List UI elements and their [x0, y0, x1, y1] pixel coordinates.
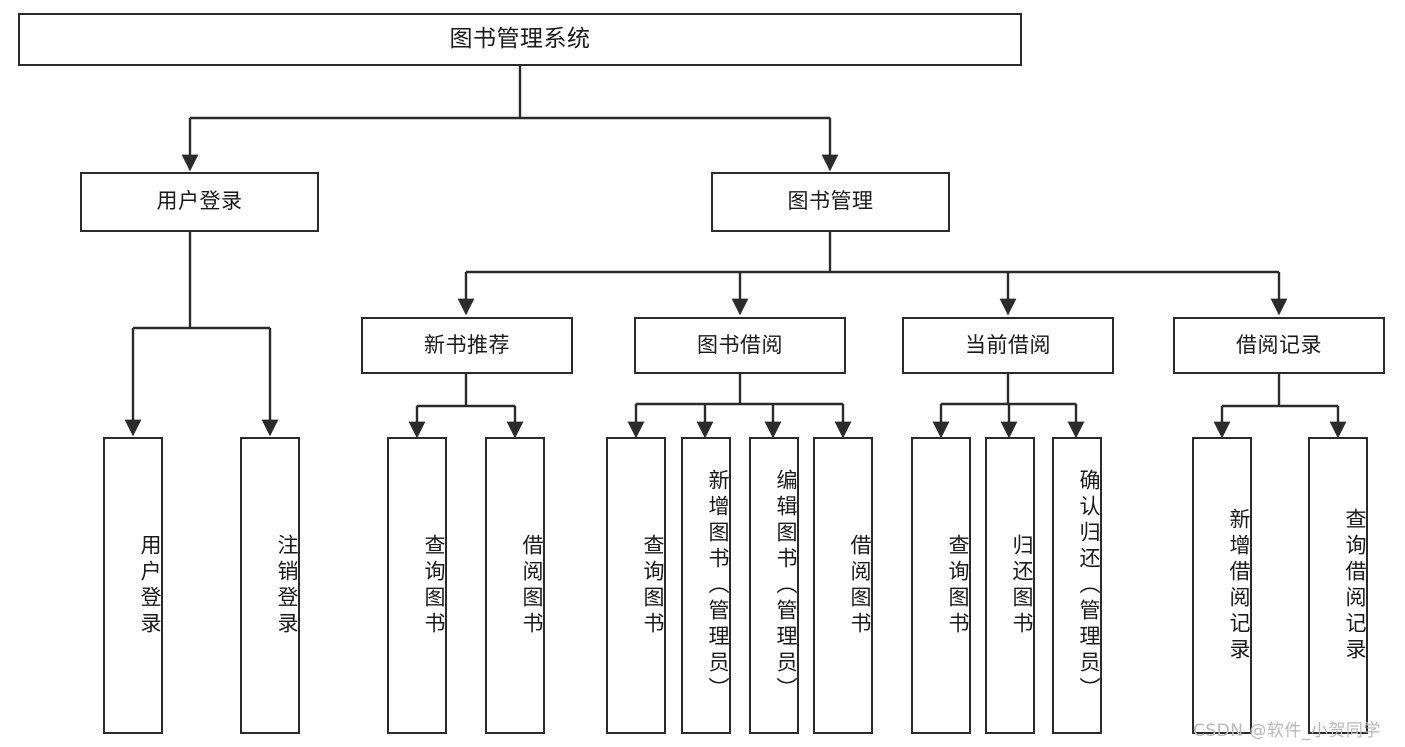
node-borrow-records[interactable]: 借阅记录 [1173, 317, 1385, 374]
leaf-label: 编辑图书（管理员） [774, 468, 798, 703]
leaf-borrow-books-newbook[interactable]: 借阅图书 [485, 437, 545, 734]
leaf-user-login[interactable]: 用户登录 [103, 437, 163, 734]
leaf-label: 查询借阅记录 [1343, 507, 1367, 664]
leaf-label: 新增借阅记录 [1227, 507, 1251, 664]
leaf-add-book-admin[interactable]: 新增图书（管理员） [681, 437, 731, 734]
node-current-borrow[interactable]: 当前借阅 [902, 317, 1114, 374]
leaf-label: 借阅图书 [848, 533, 872, 638]
leaf-label: 查询图书 [641, 533, 665, 638]
node-book-management[interactable]: 图书管理 [711, 172, 950, 232]
leaf-label: 查询图书 [946, 533, 970, 638]
leaf-label: 新增图书（管理员） [706, 468, 730, 703]
leaf-add-borrow-record[interactable]: 新增借阅记录 [1192, 437, 1252, 734]
leaf-label: 用户登录 [138, 533, 162, 638]
node-root-book-management-system[interactable]: 图书管理系统 [18, 13, 1022, 66]
node-new-book-recommendation[interactable]: 新书推荐 [361, 317, 573, 374]
leaf-label: 确认归还（管理员） [1077, 468, 1101, 703]
leaf-label: 归还图书 [1010, 533, 1034, 638]
leaf-confirm-return-admin[interactable]: 确认归还（管理员） [1052, 437, 1102, 734]
node-book-borrow[interactable]: 图书借阅 [634, 317, 846, 374]
leaf-borrow-books-borrow[interactable]: 借阅图书 [813, 437, 873, 734]
leaf-edit-book-admin[interactable]: 编辑图书（管理员） [749, 437, 799, 734]
leaf-label: 借阅图书 [520, 533, 544, 638]
leaf-query-books-newbook[interactable]: 查询图书 [387, 437, 447, 734]
leaf-label: 注销登录 [275, 533, 299, 638]
leaf-query-books-borrow[interactable]: 查询图书 [606, 437, 666, 734]
leaf-return-books[interactable]: 归还图书 [985, 437, 1035, 734]
node-user-login[interactable]: 用户登录 [80, 172, 319, 232]
leaf-query-borrow-record[interactable]: 查询借阅记录 [1308, 437, 1368, 734]
csdn-watermark: CSDN @软件_小贺同学 [1193, 721, 1381, 741]
leaf-query-books-current[interactable]: 查询图书 [911, 437, 971, 734]
leaf-logout[interactable]: 注销登录 [240, 437, 300, 734]
leaf-label: 查询图书 [422, 533, 446, 638]
